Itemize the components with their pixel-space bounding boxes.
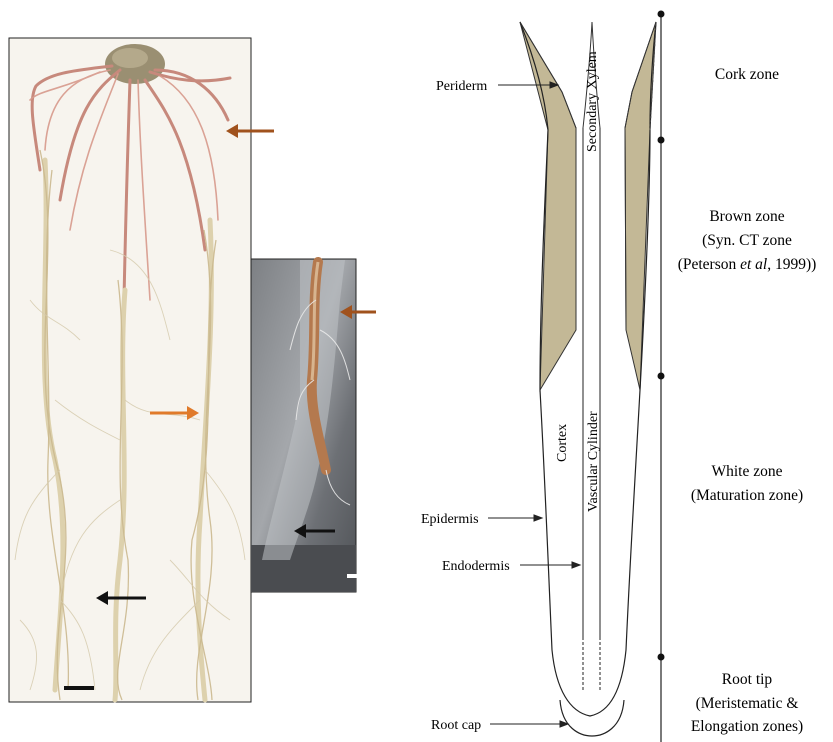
root-cap-label: Root cap [431,718,481,733]
secondary-xylem-label: Secondary Xylem [585,51,600,152]
vascular-cylinder-label: Vascular Cylinder [586,411,601,512]
syn-ct-zone-label: (Syn. CT zone [702,232,792,249]
citation-pre: (Peterson [678,256,740,273]
periderm-label: Periderm [436,79,487,94]
white-zone-label: White zone [711,463,782,480]
maturation-zone-label: (Maturation zone) [691,487,803,504]
vascular-cylinder [583,128,600,690]
elongation-zones-label: Elongation zones) [691,718,803,735]
brown-zone-label: Brown zone [709,208,784,225]
scale-bar [64,686,94,690]
inset-scale-bar [347,574,361,578]
root-tip-inset-photo [251,259,376,592]
endodermis-label: Endodermis [442,559,510,574]
cork-zone-label: Cork zone [715,66,779,83]
meristematic-label: (Meristematic & [696,695,799,712]
root-anatomy-diagram: Periderm Secondary Xylem Cortex Vascular… [421,11,816,742]
zone-scale [658,11,665,742]
root-system-photo [9,38,274,702]
citation-label: (Peterson et al, 1999)) [678,256,817,273]
citation-italic: et al [740,256,767,273]
root-cap [560,700,624,736]
cortex-label: Cortex [555,424,570,462]
root-tip-label: Root tip [722,671,773,688]
epidermis-label: Epidermis [421,512,479,527]
citation-post: , 1999)) [767,256,816,273]
periderm-left-region [520,22,576,390]
